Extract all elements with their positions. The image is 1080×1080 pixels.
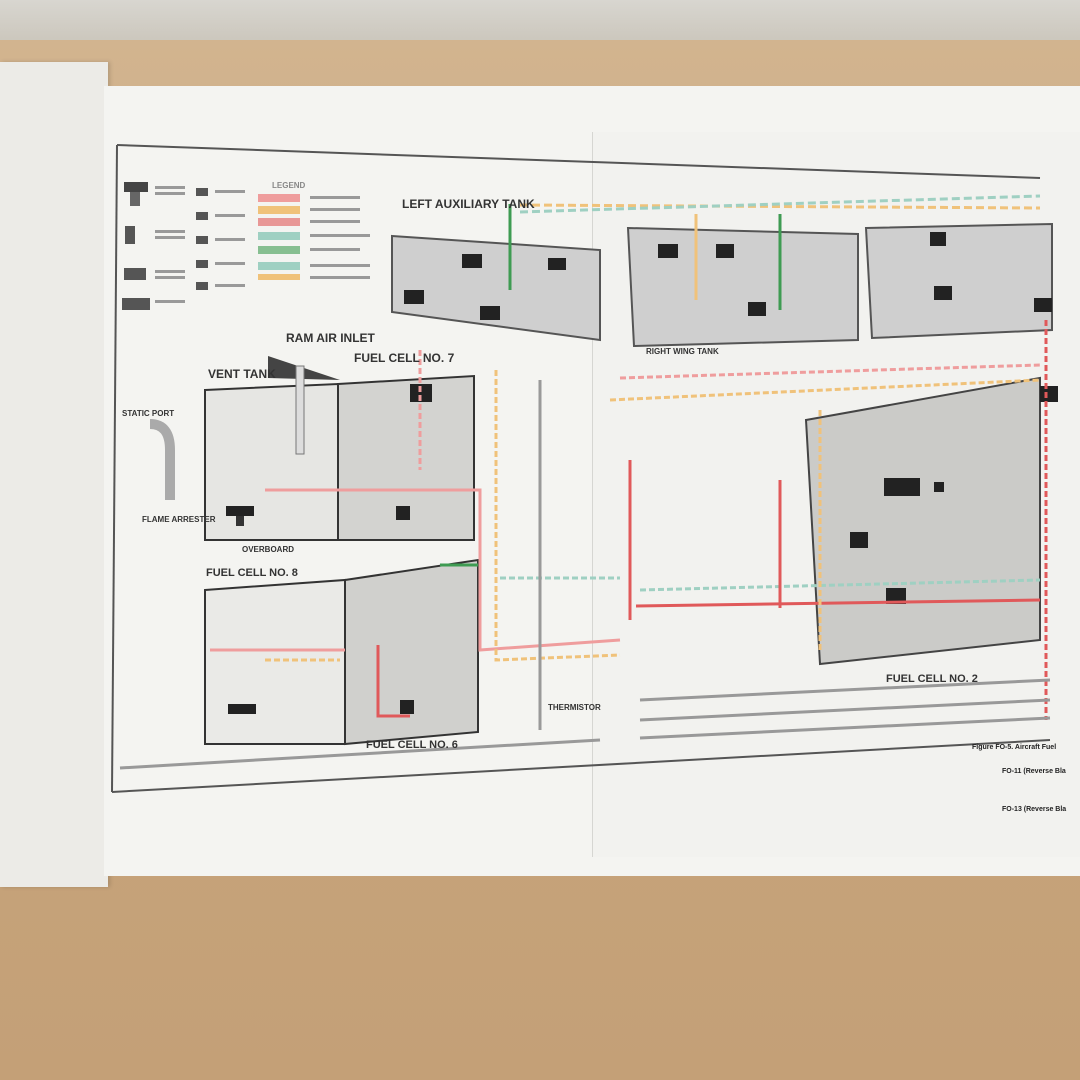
page-number-2: FO-13 (Reverse Bla <box>1002 806 1067 813</box>
vent-tank-label: VENT TANK <box>208 367 276 381</box>
flame-arrester-label: FLAME ARRESTER <box>142 515 216 524</box>
fuel-cell-7 <box>337 374 475 541</box>
fuel-cell-8-label: FUEL CELL NO. 8 <box>206 567 298 579</box>
fuel-cell-8 <box>204 578 346 745</box>
legend <box>122 182 370 310</box>
legend-title: LEGEND <box>272 181 306 190</box>
fuel-cell-7-label: FUEL CELL NO. 7 <box>354 351 455 365</box>
figure-caption: Figure FO-5. Aircraft Fuel <box>972 744 1057 751</box>
pipe-runs <box>119 194 1051 770</box>
vent-tank <box>149 356 340 541</box>
overboard-label: OVERBOARD <box>242 545 295 554</box>
fuel-cell-6 <box>344 558 479 746</box>
static-port-label: STATIC PORT <box>122 409 175 418</box>
fuel-cell-2-label: FUEL CELL NO. 2 <box>886 673 978 685</box>
thermistor-label: THERMISTOR <box>548 703 601 712</box>
left-auxiliary-tank <box>391 234 601 342</box>
left-aux-tank-label: LEFT AUXILIARY TANK <box>402 197 535 211</box>
right-wing-tank <box>626 222 1053 348</box>
ram-air-inlet-label: RAM AIR INLET <box>286 331 375 345</box>
fuel-cell-2 <box>804 376 1058 666</box>
right-wing-tank-label: RIGHT WING TANK <box>646 347 719 356</box>
fuel-cell-6-label: FUEL CELL NO. 6 <box>366 739 458 751</box>
page-number-1: FO-11 (Reverse Bla <box>1002 768 1066 775</box>
binder-cover-page <box>0 62 108 887</box>
